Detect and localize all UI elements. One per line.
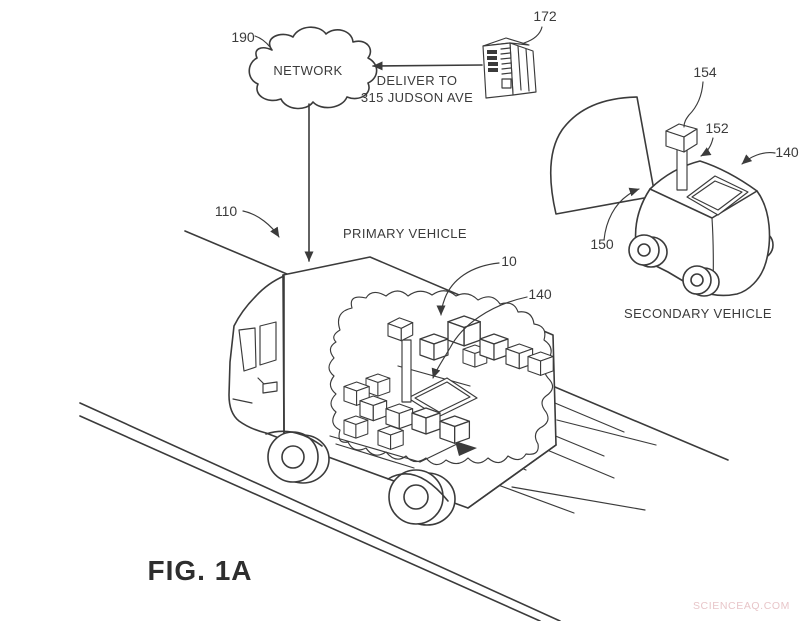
onboard-robot-mast: [401, 339, 412, 403]
truck-windshield: [238, 327, 257, 372]
package-box: [447, 315, 481, 347]
ref-140-truck: 140: [528, 286, 552, 302]
primary-vehicle-truck: [228, 256, 557, 526]
bed-corner-notch: [455, 441, 477, 456]
road-near-edge-bottom-line: [79, 415, 541, 621]
delivery-message-group: DELIVER TO 315 JUDSON AVE: [361, 61, 483, 105]
package-box: [527, 351, 554, 376]
floor-hatch-inner: [414, 381, 471, 413]
robot-sensor-head: [665, 123, 698, 153]
road-near-edge-top-line: [79, 402, 561, 621]
network-cloud: [248, 26, 378, 110]
truck-side-window: [259, 321, 277, 366]
truck-mirror: [262, 381, 278, 394]
ref-172-leader: [523, 26, 543, 44]
figure-title: FIG. 1A: [147, 555, 252, 586]
secondary-vehicle-label: SECONDARY VEHICLE: [624, 306, 772, 321]
ref-140-truck-arrow: [431, 296, 528, 379]
robot-wheel-2-hub: [690, 273, 704, 287]
robot-lid-inner: [691, 180, 743, 211]
ref-152: 152: [705, 120, 729, 136]
ref-10: 10: [501, 253, 517, 269]
bed-edge-line-2: [335, 443, 415, 469]
ref-10-arrow: [436, 262, 500, 316]
ref-154: 154: [693, 64, 717, 80]
bed-edge-line: [329, 435, 421, 463]
truck-rear-bottom-edge: [467, 444, 557, 509]
network-cloud-group: NETWORK 190: [231, 26, 378, 110]
truck-step-line: [232, 398, 253, 404]
ref-110-arrow: [242, 210, 280, 238]
delivery-text-line1: DELIVER TO: [377, 73, 458, 88]
front-wheel-arch: [265, 430, 323, 447]
ref-150: 150: [590, 236, 614, 252]
rear-wheel-arch: [387, 473, 449, 502]
robot-wheel-1-hub: [637, 243, 651, 257]
server-side: [509, 42, 537, 96]
network-label: NETWORK: [273, 63, 342, 78]
ref-110: 110: [215, 203, 238, 219]
truck-mirror-arm: [257, 377, 265, 385]
package-box: [419, 333, 449, 361]
server-group: 172: [482, 8, 557, 99]
package-box: [359, 395, 388, 422]
ref-172: 172: [533, 8, 557, 24]
ref-140-robot: 140: [775, 144, 799, 160]
watermark: SCIENCEAQ.COM: [693, 600, 790, 612]
package-box: [343, 415, 369, 439]
package-box: [385, 403, 414, 430]
truck-labels: 110 PRIMARY VEHICLE 10 140: [215, 203, 552, 379]
package-box: [439, 415, 471, 444]
ref-190: 190: [231, 29, 255, 45]
onboard-robot-sensor-head: [387, 317, 414, 342]
robot-open-lid-sector: [549, 96, 656, 215]
primary-vehicle-label: PRIMARY VEHICLE: [343, 226, 467, 241]
package-box: [411, 407, 441, 435]
bed-corner-line: [419, 443, 458, 463]
ref-154-leader: [683, 81, 704, 128]
server-front-details: [487, 45, 530, 92]
truck-wheels: [265, 430, 456, 526]
ref-150-arrow: [603, 187, 640, 241]
delivery-text-line2: 315 JUDSON AVE: [361, 90, 473, 105]
ref-152-arrow: [700, 137, 714, 157]
front-wheel-hub: [281, 445, 305, 469]
package-box: [479, 333, 509, 361]
truck-cab-rear-edge: [282, 274, 285, 441]
truck-interior: [329, 315, 554, 469]
package-box: [377, 425, 404, 450]
ref-140-robot-arrow: [741, 152, 776, 165]
secondary-vehicle-group: 154 152 140 150 SECONDARY VEHICLE: [549, 64, 799, 321]
rear-wheel-hub: [403, 484, 429, 510]
server-to-network-arrow: [372, 61, 483, 71]
ref-190-leader: [254, 35, 271, 48]
